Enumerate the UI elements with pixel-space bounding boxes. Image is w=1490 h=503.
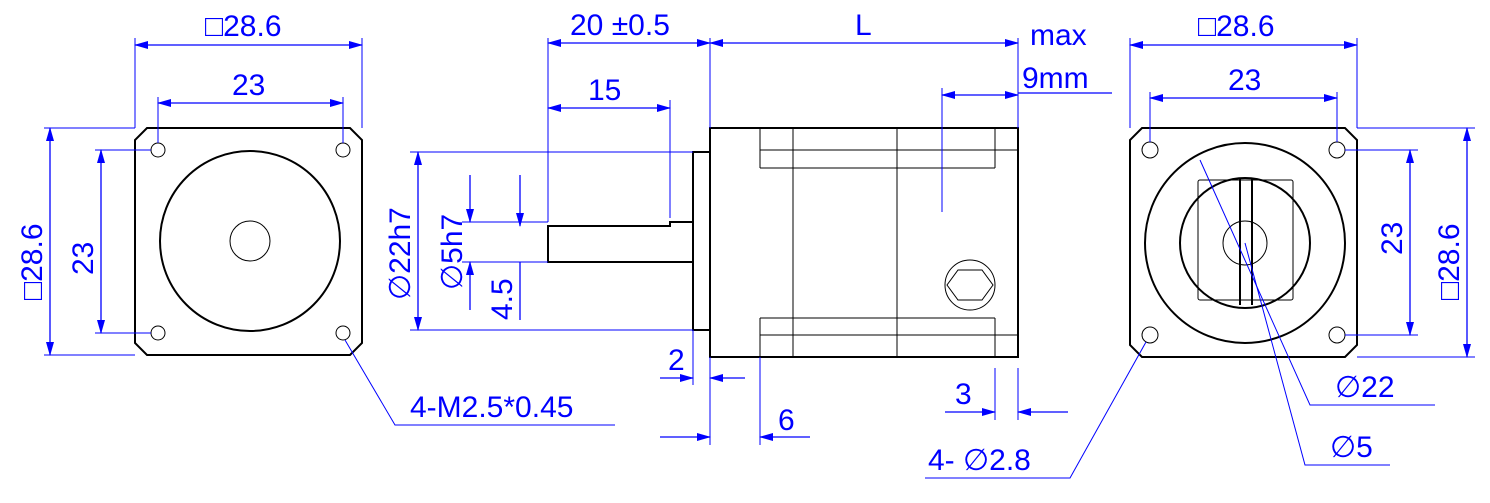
shaft-length: 20 ±0.5 (570, 9, 670, 42)
side-view: 20 ±0.5 L max 9mm 15 ∅22h7 ∅5h7 4.5 2 6 … (384, 9, 1112, 445)
front-square-left: □28.6 (16, 223, 49, 300)
thread-callout: 4-M2.5*0.45 (410, 391, 573, 424)
front-pitch-top: 23 (232, 69, 265, 102)
front-square-top: □28.6 (205, 10, 282, 43)
rear-square-top: □28.6 (1198, 10, 1275, 43)
rear-view: □28.6 23 23 □28.6 4- ∅2.8 ∅22 ∅5 (925, 10, 1475, 479)
pilot-height: 2 (668, 344, 685, 377)
flat-depth: 4.5 (486, 278, 519, 320)
bore-diameter: ∅22 (1335, 371, 1395, 404)
max-label: max (1030, 19, 1087, 52)
screw-offset: 3 (955, 378, 972, 411)
flange-thickness: 6 (778, 404, 795, 437)
pilot-diameter: ∅22h7 (384, 207, 417, 300)
body-length: L (855, 9, 872, 42)
max-value: 9mm (1022, 62, 1089, 95)
shaft-diameter: ∅5h7 (436, 214, 469, 290)
hole-callout: 4- ∅2.8 (928, 444, 1031, 477)
front-pitch-left: 23 (67, 242, 100, 275)
rear-pitch-right: 23 (1376, 222, 1409, 255)
shaft-flat-length: 15 (588, 74, 621, 107)
front-view: □28.6 23 □28.6 23 4-M2.5*0.45 (16, 10, 615, 426)
rear-pitch-top: 23 (1228, 64, 1261, 97)
rear-square-right: □28.6 (1433, 223, 1466, 300)
rear-shaft-diameter: ∅5 (1330, 431, 1373, 464)
